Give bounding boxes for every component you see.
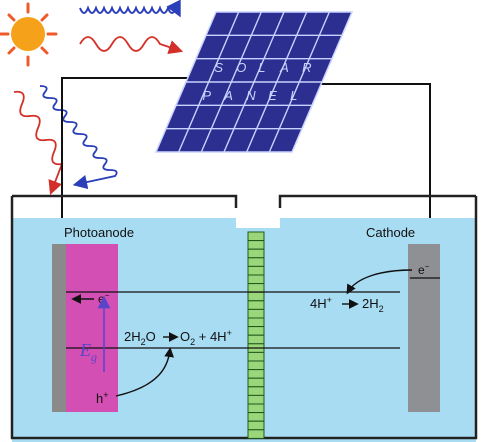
light-waves	[13, 0, 184, 196]
solar-panel-letter: L	[258, 60, 265, 75]
membrane-cell	[247, 231, 265, 242]
hole-label: h+	[96, 390, 109, 406]
solar-panel-letter: S	[214, 60, 223, 75]
membrane-cell	[247, 412, 265, 422]
membrane-cell	[247, 257, 265, 267]
blue-light-wave-diagonal	[39, 85, 118, 190]
membrane-cell	[247, 351, 265, 362]
membrane-cell	[247, 403, 265, 414]
solar-panel-letter: R	[302, 60, 311, 75]
solar-panel-letter: P	[202, 88, 211, 103]
blue-light-wave-top	[79, 0, 181, 18]
membrane-cell	[247, 240, 265, 250]
cathode-label: Cathode	[366, 225, 415, 240]
energy-band-lines	[66, 277, 440, 349]
membrane-cell	[247, 360, 265, 371]
reduction-equation-reactant: 4H+	[310, 295, 332, 311]
photoanode-label: Photoanode	[64, 225, 134, 240]
sun-icon	[0, 2, 58, 67]
membrane-cell	[247, 291, 265, 302]
hole-oxidation-arrow	[115, 347, 174, 397]
membrane-cell	[247, 429, 265, 439]
photoanode-electrode	[52, 244, 118, 412]
membrane-cell	[247, 386, 265, 396]
membrane-cell	[247, 369, 265, 379]
membrane-cell	[247, 394, 265, 405]
oxidation-equation: 2H2O	[124, 329, 156, 347]
membrane-cell	[247, 317, 265, 328]
membrane-cell	[247, 265, 265, 276]
membrane-cell	[247, 326, 265, 336]
cathode-electrode	[408, 244, 440, 412]
electron-label-cathode: e−	[418, 262, 430, 277]
solar-panel-letter: N	[246, 88, 256, 103]
electron-reduction-arrow	[346, 269, 413, 295]
oxidation-products: O2 + 4H+	[180, 328, 232, 347]
membrane-cell	[247, 334, 265, 345]
solar-panel-letter: L	[290, 88, 297, 103]
membrane-cell	[247, 420, 265, 431]
membrane-cell	[247, 248, 265, 259]
membrane-cell	[247, 283, 265, 293]
solar-panel-letter: A	[279, 60, 289, 75]
solar-panel-letter: A	[223, 88, 233, 103]
membrane-cell	[247, 274, 265, 285]
membrane-cell	[247, 377, 265, 388]
solar-panel-letter: O	[236, 60, 246, 75]
bandgap-label: Eg	[79, 340, 97, 364]
membrane-cell	[247, 300, 265, 310]
red-light-wave-diagonal	[13, 90, 64, 196]
proton-exchange-membrane	[247, 231, 265, 439]
external-circuit-wire	[61, 77, 431, 246]
reduction-equation-product: 2H2	[362, 296, 384, 314]
red-light-wave-top	[79, 36, 184, 54]
membrane-cell	[247, 308, 265, 319]
solar-panel-letter: E	[268, 88, 277, 103]
